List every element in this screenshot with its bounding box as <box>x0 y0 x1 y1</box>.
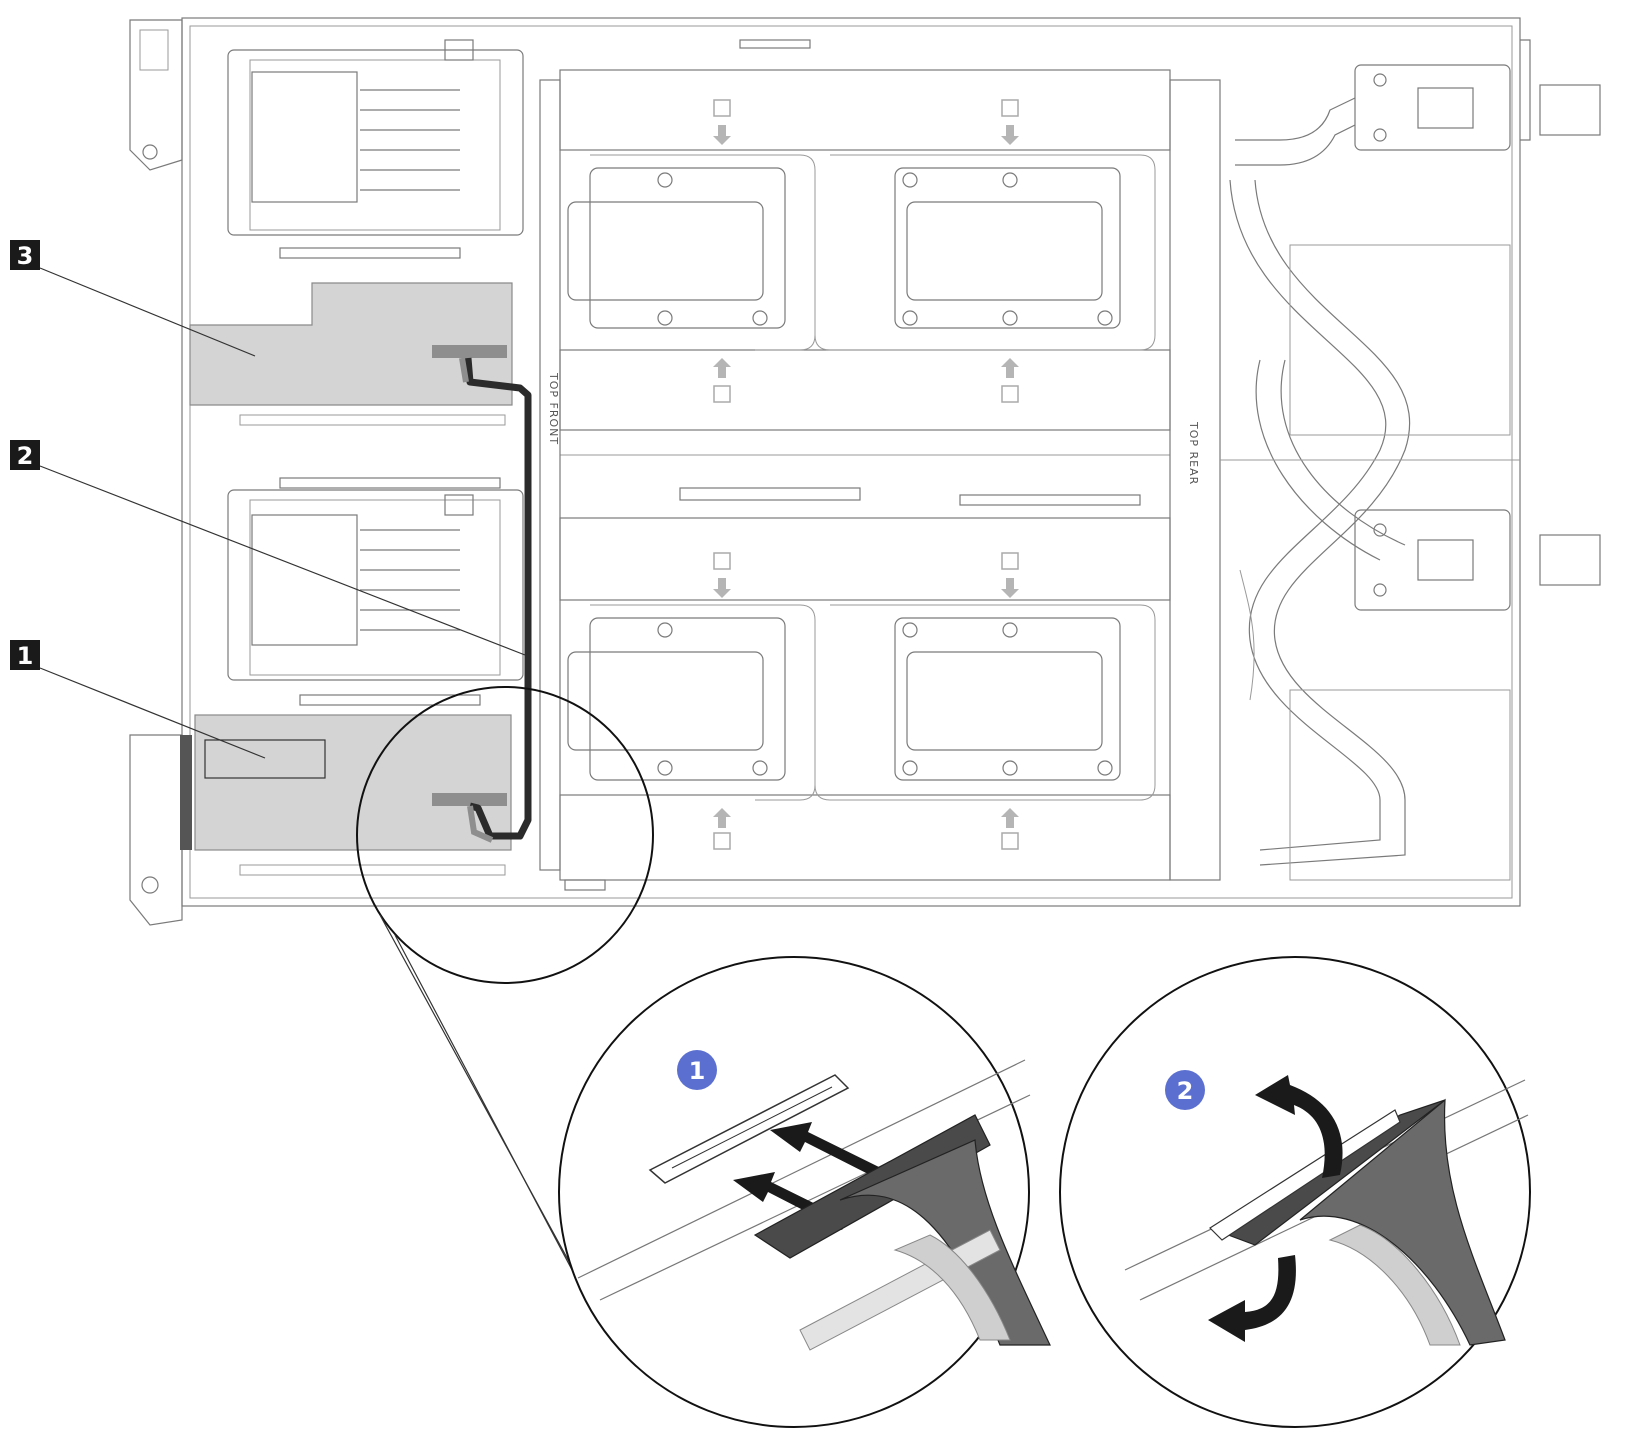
callout-3-number: 3 <box>17 242 34 270</box>
pcie-slot <box>679 487 861 501</box>
detail-step-1: 1 <box>558 956 1051 1428</box>
adapter-upper-cable-connector <box>432 345 507 358</box>
callout-3: 3 <box>10 240 256 357</box>
top-front-marking: TOP FRONT <box>547 372 560 445</box>
memory-module-chip-icon <box>713 99 1019 850</box>
slot-connector <box>299 694 481 706</box>
front-handle-top <box>129 19 183 171</box>
cable <box>1299 1098 1506 1346</box>
callout-1: 1 <box>10 640 266 759</box>
down-arrow-icon <box>713 125 1019 598</box>
rotate-arrow-icon <box>1255 1075 1343 1178</box>
step-2-number: 2 <box>1177 1077 1194 1105</box>
water-hose-loop <box>1229 97 1411 866</box>
detail-step-2: 2 <box>1059 956 1531 1428</box>
drive-cage-bottom <box>227 489 524 681</box>
rear-rail <box>1169 79 1221 881</box>
drive-cage-top <box>227 39 524 236</box>
push-arrow-icon <box>770 1122 885 1180</box>
callout-2-number: 2 <box>17 442 34 470</box>
top-rear-marking: TOP REAR <box>1187 421 1200 485</box>
memory-bank-top <box>559 69 1171 431</box>
rear-water-connector-bottom <box>1539 534 1601 586</box>
adapter-upper <box>189 282 513 406</box>
front-rail <box>539 79 561 871</box>
step-1-number: 1 <box>689 1057 706 1085</box>
cable <box>839 1139 1051 1346</box>
slot-connector <box>279 247 461 259</box>
callout-1-number: 1 <box>17 642 34 670</box>
adapter-lower-cable-connector <box>432 793 507 806</box>
zoom-circle <box>356 686 654 984</box>
cable <box>464 357 532 840</box>
up-arrow-icon <box>713 358 1019 828</box>
pcie-slot <box>959 494 1141 506</box>
rotate-arrow-icon <box>1208 1255 1296 1342</box>
memory-bank-bottom <box>559 517 1171 881</box>
adapter-lower <box>194 714 512 851</box>
processor-cold-plate <box>567 154 1156 801</box>
callout-2: 2 <box>10 440 526 656</box>
slot-connector <box>279 477 501 489</box>
front-handle-bottom <box>129 734 183 926</box>
compute-node-tray <box>129 17 1601 926</box>
rear-water-connector-top <box>1539 84 1601 136</box>
